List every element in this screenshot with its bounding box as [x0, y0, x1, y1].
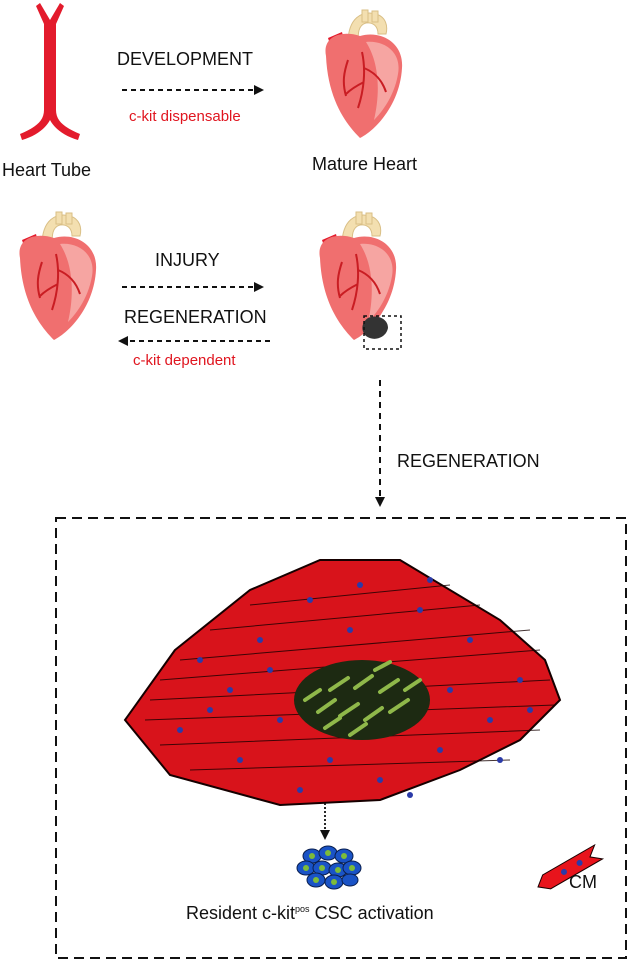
regeneration-label-top: REGENERATION — [124, 307, 267, 327]
cm-label: CM — [569, 872, 597, 892]
ckit-dependent-label: c-kit dependent — [133, 352, 236, 369]
mature-heart-label: Mature Heart — [312, 154, 418, 174]
heart-healthy-icon — [18, 211, 98, 341]
zoom-frame — [55, 517, 627, 959]
mature-heart-icon — [324, 9, 404, 139]
infarct-zoom-box — [363, 315, 402, 350]
csc-activation-label: Resident c-kitpos CSC activation — [186, 903, 434, 923]
scar-area — [294, 660, 430, 740]
tissue-nuclei — [177, 577, 533, 798]
injury-label: INJURY — [155, 250, 220, 270]
csc-cluster-icon — [296, 845, 362, 890]
regeneration-label-mid: REGENERATION — [397, 451, 540, 471]
myocardium-tissue-icon — [123, 559, 562, 807]
heart-tube-icon — [20, 3, 80, 140]
heart-injured-icon — [318, 211, 398, 341]
development-label: DEVELOPMENT — [117, 49, 254, 69]
heart-tube-label: Heart Tube — [2, 160, 92, 180]
ckit-dispensable-label: c-kit dispensable — [129, 108, 241, 125]
